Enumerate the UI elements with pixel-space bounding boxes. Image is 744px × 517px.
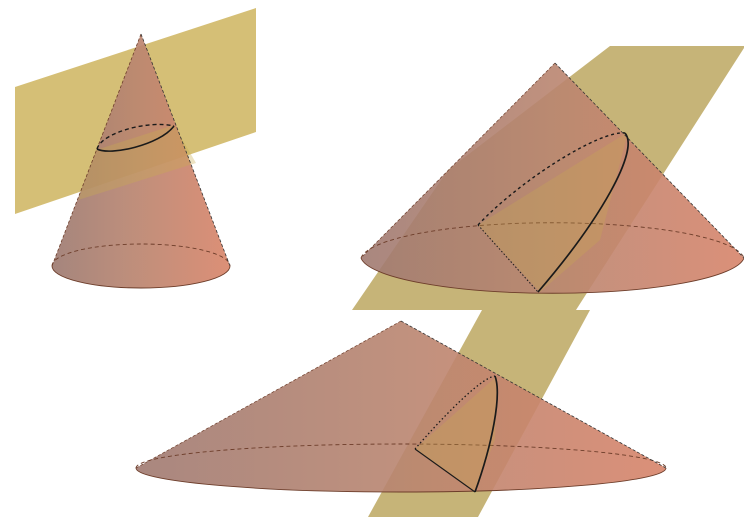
cone-body: [136, 321, 666, 492]
figure-ellipse-section: [15, 8, 256, 288]
figure-parabola-section-steep: [352, 46, 744, 310]
figure-parabola-section-flat: [136, 310, 666, 517]
